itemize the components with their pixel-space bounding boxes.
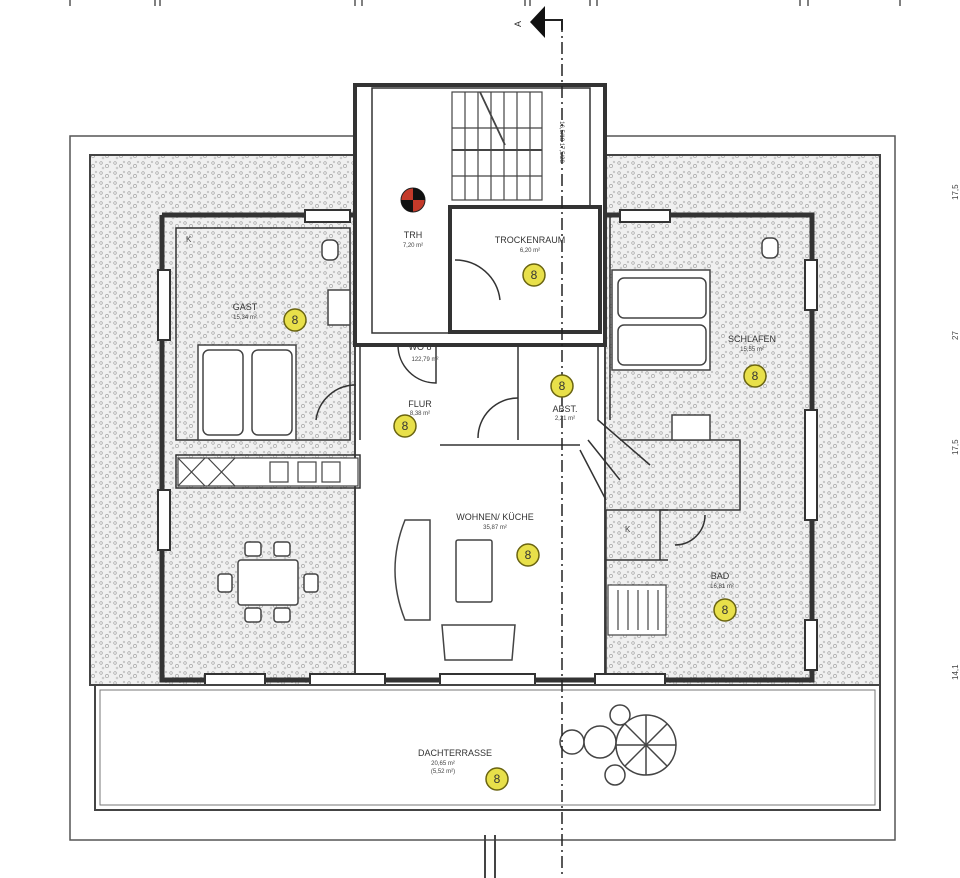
smoke-vent-icon	[400, 187, 426, 213]
section-marker: A	[513, 21, 523, 27]
door-wo	[397, 344, 437, 384]
stair-label: 16,5/18 17,5/28	[558, 121, 564, 163]
k-mark: K	[186, 235, 192, 244]
toilet-icon	[321, 239, 339, 261]
svg-text:16,81 m²: 16,81 m²	[710, 584, 734, 590]
room-wohnung: WO 8 122,79 m²	[408, 342, 438, 363]
svg-text:2,21 m²: 2,21 m²	[555, 416, 575, 422]
svg-text:15,55 m²: 15,55 m²	[740, 347, 764, 353]
room-schlafen: SCHLAFEN 15,55 m² 8	[728, 334, 776, 388]
svg-text:7,20 m²: 7,20 m²	[403, 243, 423, 249]
svg-text:20,65 m²: 20,65 m²	[431, 761, 455, 767]
room-gast: GAST 15,34 m² 8	[233, 302, 307, 332]
room-abst: 8 ABST. 2,21 m²	[550, 374, 578, 422]
badge	[516, 543, 540, 567]
badge	[393, 414, 417, 438]
svg-text:WOHNEN/ KÜCHE: WOHNEN/ KÜCHE	[456, 512, 534, 522]
room-treppenhaus: TRH 7,20 m²	[403, 230, 423, 249]
svg-text:ABST.: ABST.	[552, 404, 577, 414]
gast-beds	[197, 344, 297, 441]
svg-text:8: 8	[292, 313, 299, 327]
terrace	[94, 684, 881, 811]
svg-text:8: 8	[494, 772, 501, 786]
svg-text:TRH: TRH	[404, 230, 423, 240]
svg-text:8: 8	[722, 603, 729, 617]
badge	[743, 364, 767, 388]
svg-text:8: 8	[531, 268, 538, 282]
bad-shower	[607, 584, 667, 636]
door-abst	[477, 397, 519, 439]
toilet-icon	[761, 237, 779, 259]
svg-text:FLUR: FLUR	[408, 399, 432, 409]
room-dachterrasse: DACHTERRASSE 20,65 m² (5,52 m²) 8	[418, 748, 509, 791]
door-gast	[315, 384, 357, 421]
svg-text:8: 8	[752, 369, 759, 383]
dimension-label: 27	[951, 331, 960, 340]
svg-text:SCHLAFEN: SCHLAFEN	[728, 334, 776, 344]
door-bad	[674, 514, 706, 546]
dimension-label: 17,5	[951, 184, 960, 200]
svg-text:DACHTERRASSE: DACHTERRASSE	[418, 748, 492, 758]
svg-text:8: 8	[525, 548, 532, 562]
badge	[713, 598, 737, 622]
svg-text:15,34 m²: 15,34 m²	[233, 315, 257, 321]
dimension-label: 17,5	[951, 439, 960, 455]
svg-text:8,38 m²: 8,38 m²	[410, 411, 430, 417]
parasol-icon	[559, 704, 677, 786]
svg-text:35,87 m²: 35,87 m²	[483, 525, 507, 531]
kitchen-counter	[177, 457, 359, 487]
windows	[157, 209, 818, 687]
sink-icon	[327, 289, 351, 326]
room-flur: FLUR 8,38 m² 8	[393, 399, 432, 438]
schlafen-bed	[611, 269, 711, 371]
svg-text:6,20 m²: 6,20 m²	[520, 248, 540, 254]
badge	[550, 374, 574, 398]
svg-text:GAST: GAST	[233, 302, 258, 312]
desk	[671, 414, 711, 441]
stairs	[451, 91, 543, 201]
room-bad: BAD 16,81 m² 8	[710, 571, 737, 622]
svg-text:(5,52 m²): (5,52 m²)	[431, 769, 455, 775]
svg-text:BAD: BAD	[711, 571, 730, 581]
svg-text:8: 8	[402, 419, 409, 433]
svg-text:8: 8	[559, 379, 566, 393]
badge	[522, 263, 546, 287]
top-ticks	[69, 0, 901, 6]
section-arrow-icon	[530, 6, 545, 38]
k-mark: K	[625, 525, 631, 534]
room-wohnen-kueche: WOHNEN/ KÜCHE 35,87 m² 8	[456, 512, 540, 567]
badge	[283, 308, 307, 332]
svg-text:122,79 m²: 122,79 m²	[411, 357, 438, 363]
room-trockenraum: TROCKENRAUM 6,20 m² 8	[495, 235, 566, 287]
svg-text:WO 8: WO 8	[408, 342, 431, 352]
badge	[485, 767, 509, 791]
dimension-label: 14,1	[951, 664, 960, 680]
dining-table	[217, 541, 319, 623]
sofa	[394, 519, 516, 661]
svg-text:TROCKENRAUM: TROCKENRAUM	[495, 235, 566, 245]
